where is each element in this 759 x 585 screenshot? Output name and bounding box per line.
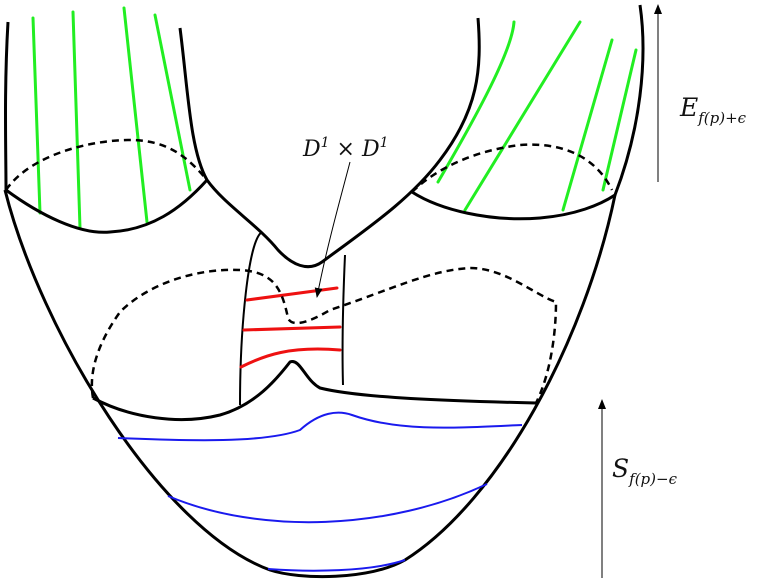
green-flow-lines-left [31, 6, 192, 230]
bowl-outline [3, 189, 617, 579]
green-line [122, 6, 149, 224]
green-line [463, 20, 582, 212]
red-line [245, 286, 339, 302]
handle-right-edge [341, 254, 346, 386]
handle-left-edge [239, 231, 263, 406]
red-line [242, 325, 342, 332]
lower-level-label: Sf(p)−ϵ [612, 454, 678, 488]
handle-red-lines [239, 286, 342, 369]
handle-label: D1 × D1 [302, 135, 389, 162]
inner-level-dashed [90, 266, 558, 404]
left-lobe-outline [4, 21, 209, 234]
red-line [239, 347, 342, 369]
handle-label-arrow [314, 161, 351, 298]
blue-curve [167, 483, 488, 524]
green-flow-lines-right [436, 20, 638, 212]
blue-level-curves [117, 411, 523, 572]
blue-curve [117, 411, 523, 442]
saddle-outline [178, 17, 481, 269]
left-lobe-cap-dashed [4, 138, 208, 191]
blue-curve [267, 559, 406, 572]
green-line [436, 20, 516, 184]
level-curve-with-bump [92, 360, 537, 421]
right-lobe-outline [411, 4, 645, 221]
green-line [71, 10, 82, 230]
right-lobe-cap-dashed [411, 143, 614, 193]
upper-level-label: Ef(p)+ϵ [679, 93, 747, 127]
green-line [153, 13, 192, 192]
green-line [561, 38, 614, 212]
green-line [601, 48, 638, 192]
green-line [31, 16, 42, 215]
